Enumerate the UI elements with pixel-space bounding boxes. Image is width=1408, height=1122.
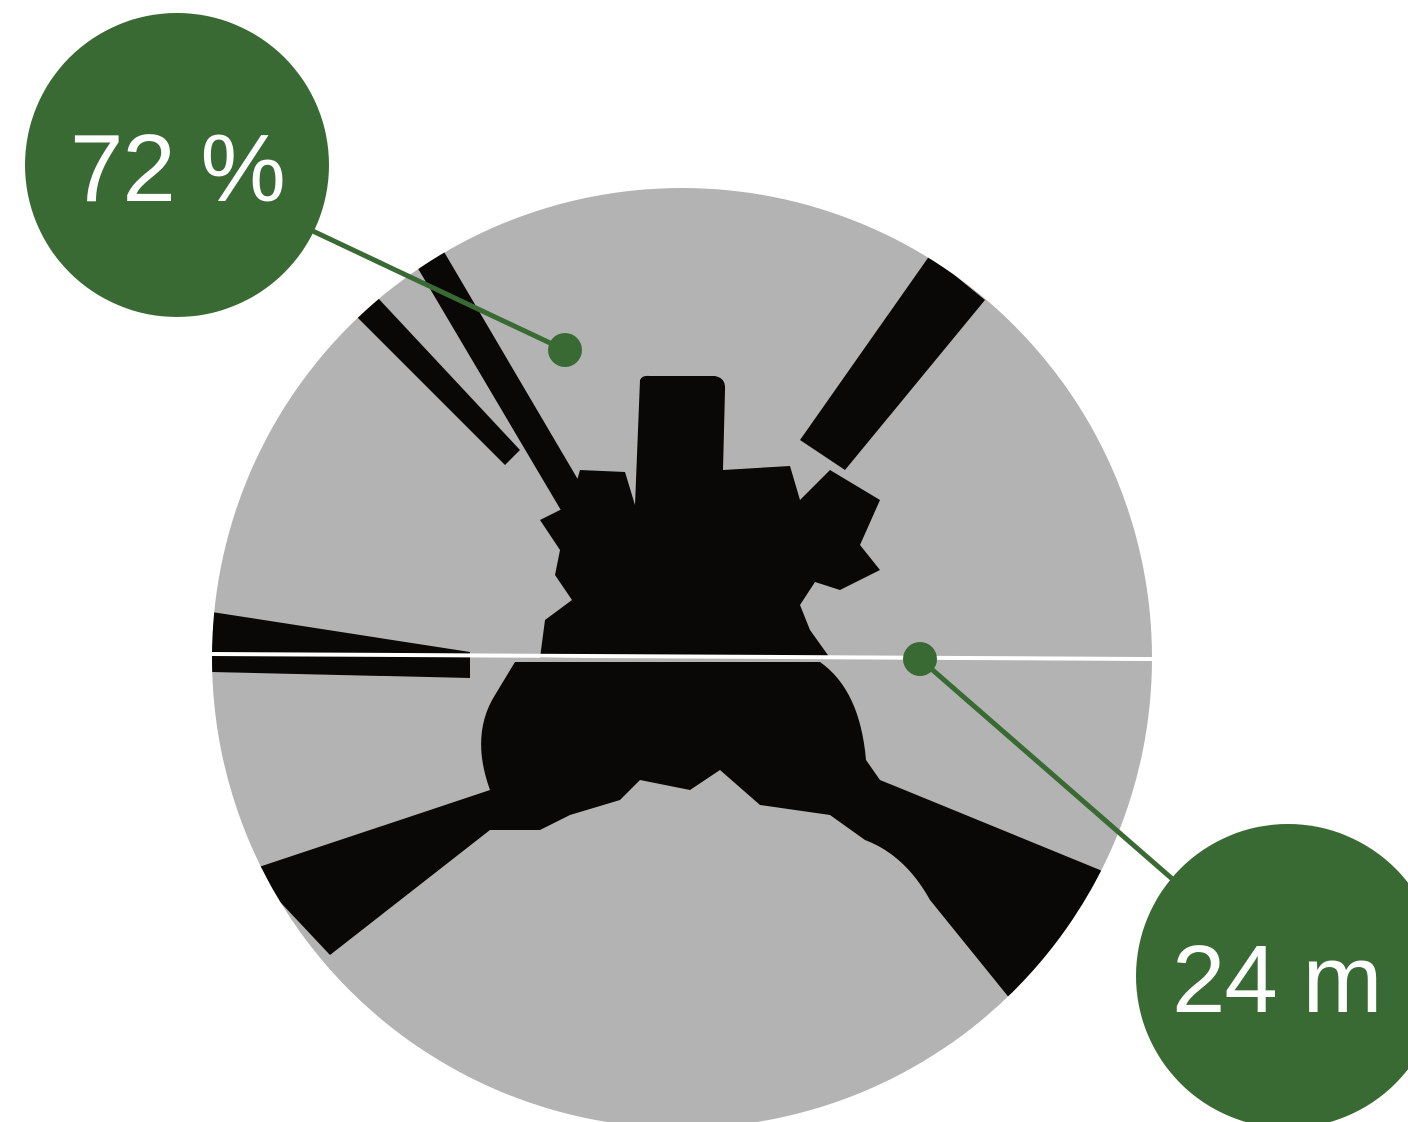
upper-right-arm	[800, 255, 985, 470]
callout-leader-1	[298, 222, 567, 353]
callout-anchor-dot-1	[548, 333, 582, 367]
callout-bubble-2	[1136, 824, 1408, 1122]
upper-left-arm-inner	[355, 298, 520, 465]
horizon-line	[211, 652, 1153, 661]
callout-label-2: 24 m	[1172, 926, 1382, 1033]
upper-left-arm	[410, 245, 590, 512]
callout-label-1: 72 %	[70, 115, 286, 222]
callout-bubble-1	[25, 13, 329, 317]
callout-leader-2	[918, 657, 1187, 892]
callout-anchor-dot-2	[903, 642, 937, 676]
left-bar	[212, 612, 470, 678]
machine-silhouette	[212, 245, 1140, 1005]
cab-upper	[540, 375, 880, 658]
